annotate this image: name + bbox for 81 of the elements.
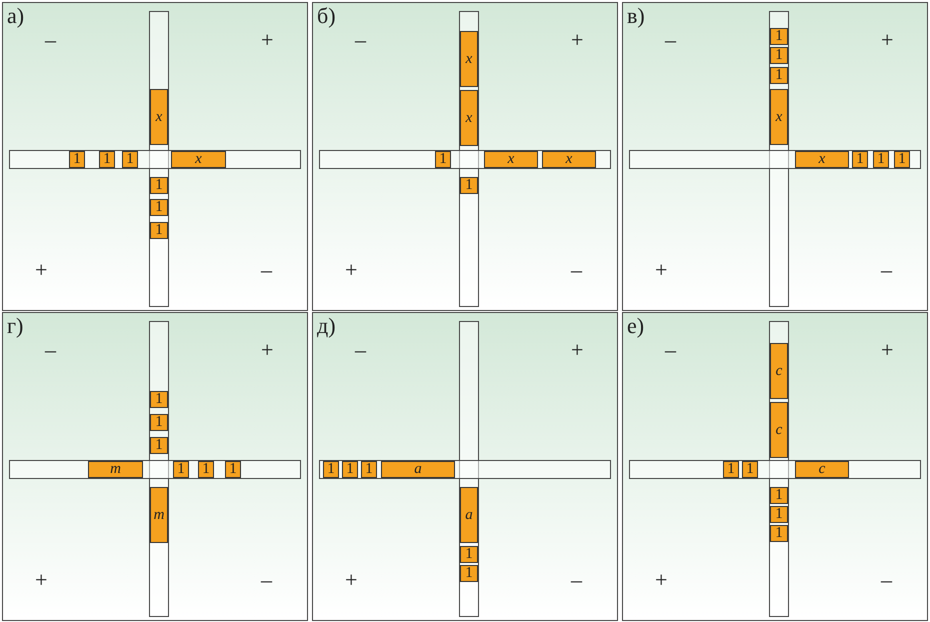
algebra-tile: 1 bbox=[150, 391, 168, 408]
diagram-panel bbox=[622, 312, 928, 621]
algebra-tile: 1 bbox=[150, 177, 168, 194]
algebra-tile: 1 bbox=[770, 47, 788, 64]
sign-label: – bbox=[45, 339, 56, 361]
sign-label: + bbox=[345, 569, 358, 591]
algebra-tile: 1 bbox=[742, 461, 758, 478]
sign-label: – bbox=[665, 339, 676, 361]
sign-label: + bbox=[881, 29, 894, 51]
algebra-tile: a bbox=[381, 461, 455, 478]
algebra-tile: 1 bbox=[342, 461, 358, 478]
diagram-panel bbox=[312, 312, 618, 621]
algebra-tile: 1 bbox=[770, 28, 788, 45]
algebra-tile: a bbox=[460, 487, 478, 543]
algebra-tile: x bbox=[171, 151, 226, 168]
sign-label: – bbox=[571, 259, 582, 281]
sign-label: + bbox=[261, 29, 274, 51]
algebra-tile: 1 bbox=[852, 151, 868, 168]
sign-label: – bbox=[665, 29, 676, 51]
panel-letter: а) bbox=[7, 5, 24, 27]
algebra-tile: 1 bbox=[198, 461, 214, 478]
algebra-tile: x bbox=[542, 151, 596, 168]
algebra-tile: 1 bbox=[460, 546, 478, 563]
panel-letter: е) bbox=[627, 315, 644, 337]
panel-letter: г) bbox=[7, 315, 24, 337]
diagram-panel bbox=[312, 2, 618, 311]
algebra-tile: 1 bbox=[150, 414, 168, 431]
algebra-tile: 1 bbox=[150, 199, 168, 216]
algebra-tile: 1 bbox=[873, 151, 889, 168]
panel-letter: д) bbox=[317, 315, 336, 337]
panel-letter: б) bbox=[317, 5, 336, 27]
sign-label: + bbox=[35, 569, 48, 591]
algebra-tile: m bbox=[150, 487, 168, 543]
algebra-tile: x bbox=[460, 31, 478, 87]
algebra-tile: 1 bbox=[770, 506, 788, 523]
algebra-tile: x bbox=[795, 151, 849, 168]
algebra-tile: x bbox=[460, 90, 478, 146]
sign-label: + bbox=[35, 259, 48, 281]
sign-label: + bbox=[655, 569, 668, 591]
algebra-tile: x bbox=[484, 151, 538, 168]
sign-label: – bbox=[881, 259, 892, 281]
algebra-tile: c bbox=[770, 402, 788, 458]
sign-label: + bbox=[881, 339, 894, 361]
algebra-tile: 1 bbox=[150, 437, 168, 454]
sign-label: – bbox=[571, 569, 582, 591]
algebra-tile: 1 bbox=[361, 461, 377, 478]
diagram-panel bbox=[2, 2, 308, 311]
algebra-tile: 1 bbox=[435, 151, 451, 168]
algebra-tile: 1 bbox=[69, 151, 85, 168]
algebra-tile: 1 bbox=[173, 461, 189, 478]
algebra-tile: x bbox=[150, 89, 168, 145]
algebra-tile: 1 bbox=[460, 565, 478, 582]
sign-label: – bbox=[881, 569, 892, 591]
diagram-panel bbox=[622, 2, 928, 311]
sign-label: – bbox=[355, 29, 366, 51]
algebra-tile: 1 bbox=[99, 151, 115, 168]
sign-label: + bbox=[345, 259, 358, 281]
algebra-tile: 1 bbox=[894, 151, 910, 168]
algebra-tile: 1 bbox=[723, 461, 739, 478]
algebra-tile: 1 bbox=[225, 461, 241, 478]
algebra-tile: 1 bbox=[150, 222, 168, 239]
algebra-tile: m bbox=[88, 461, 143, 478]
sign-label: – bbox=[261, 259, 272, 281]
algebra-tile: c bbox=[795, 461, 849, 478]
algebra-tile: 1 bbox=[770, 67, 788, 84]
sign-label: + bbox=[571, 339, 584, 361]
sign-label: + bbox=[261, 339, 274, 361]
algebra-tile: x bbox=[770, 89, 788, 145]
sign-label: – bbox=[355, 339, 366, 361]
algebra-tile: 1 bbox=[770, 487, 788, 504]
sign-label: + bbox=[571, 29, 584, 51]
algebra-tile: 1 bbox=[122, 151, 138, 168]
algebra-tile: 1 bbox=[323, 461, 339, 478]
sign-label: + bbox=[655, 259, 668, 281]
algebra-tile: 1 bbox=[460, 177, 478, 194]
algebra-tile: 1 bbox=[770, 525, 788, 542]
panel-letter: в) bbox=[627, 5, 645, 27]
sign-label: – bbox=[45, 29, 56, 51]
diagram-panel bbox=[2, 312, 308, 621]
algebra-tile: c bbox=[770, 343, 788, 399]
sign-label: – bbox=[261, 569, 272, 591]
